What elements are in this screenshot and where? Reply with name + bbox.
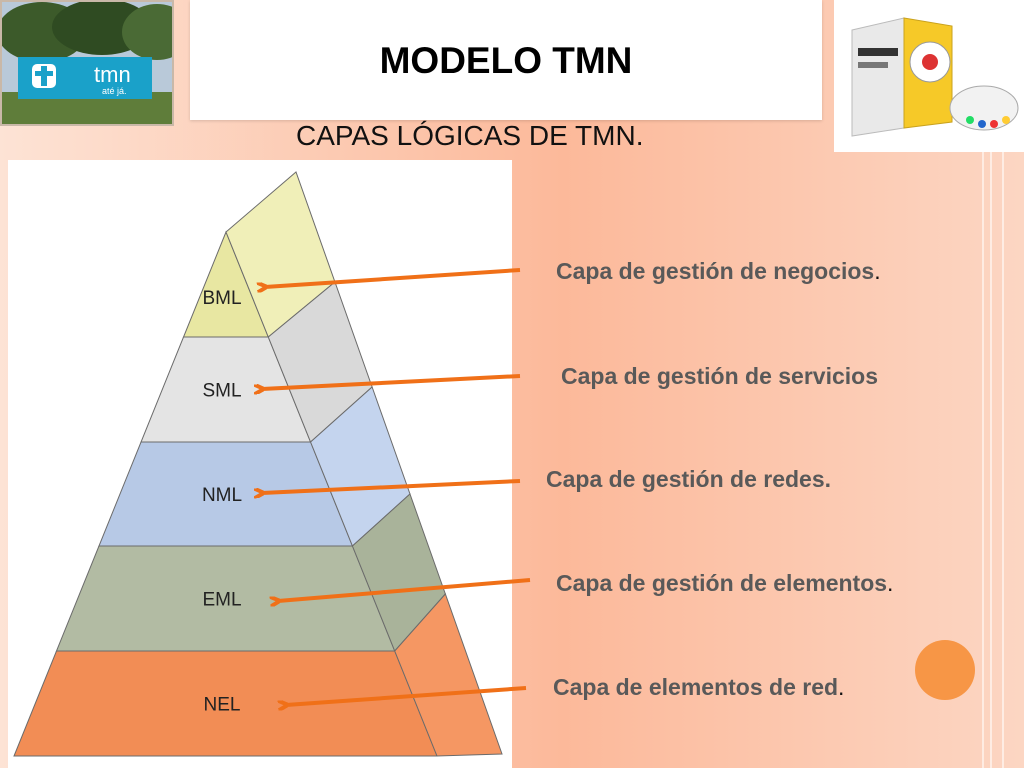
product-box-photo [834,0,1024,152]
layer-label-nml: NML [202,485,242,506]
decor-stripe [982,0,984,768]
accent-circle [915,640,975,700]
layer-label-nel: NEL [204,695,241,716]
description-text: Capa de gestión de servicios [561,363,879,389]
description-suffix: . [887,570,894,596]
arrow-sml [262,374,521,389]
layer-label-eml: EML [202,590,241,611]
decor-stripe [1002,0,1004,768]
arrow-nml [262,479,521,493]
arrow-eml [278,578,531,601]
arrow-nel [286,686,527,705]
tmn-sign-photo: tmn até já. [0,0,174,126]
slide-header: MODELO TMN [190,0,822,120]
description-text: Capa de gestión de elementos [556,570,888,596]
tmn-logo-subtext: até já. [102,86,127,96]
layer-label-bml: BML [202,288,241,309]
tmn-logo-text: tmn [94,62,131,87]
description-text: Capa de elementos de red [553,674,839,700]
arrow-bml [265,268,521,287]
description-nel: Capa de elementos de red. [553,674,844,701]
layer-label-sml: SML [202,381,241,402]
description-eml: Capa de gestión de elementos. [556,570,893,597]
description-suffix: . [838,674,845,700]
description-sml: Capa de gestión de servicios [561,363,878,390]
description-nml: Capa de gestión de redes. [546,466,831,493]
description-text: Capa de gestión de redes. [546,466,832,492]
decor-stripe [990,0,992,768]
pyramid-side-nel [394,593,503,757]
description-text: Capa de gestión de negocios [556,258,875,284]
slide-title: MODELO TMN [379,40,633,81]
description-bml: Capa de gestión de negocios. [556,258,881,285]
slide-subtitle: CAPAS LÓGICAS DE TMN. [296,120,644,151]
description-suffix: . [874,258,881,284]
